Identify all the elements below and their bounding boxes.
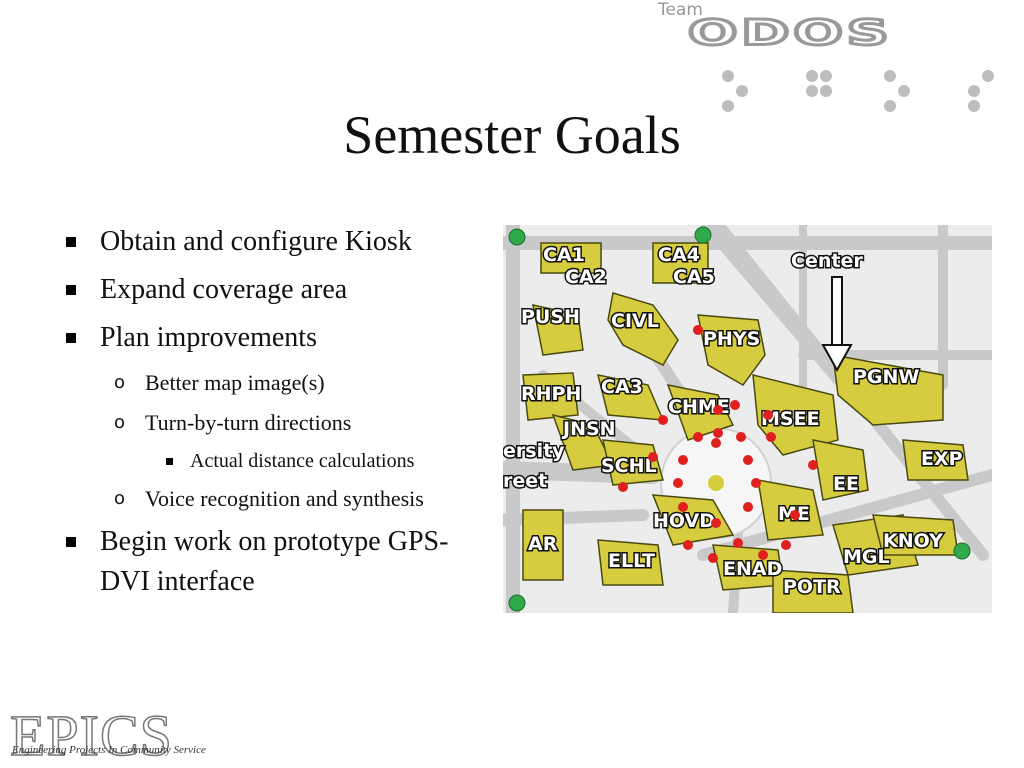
building-label: PUSH bbox=[521, 306, 580, 328]
list-item: Begin work on prototype GPS-DVI interfac… bbox=[60, 522, 490, 602]
square-bullet-icon bbox=[66, 285, 76, 295]
team-label: Team bbox=[658, 0, 703, 20]
list-item: Obtain and configure Kiosk bbox=[60, 222, 490, 262]
epics-logo: EPICS bbox=[9, 703, 173, 768]
building-label: HOVD bbox=[653, 510, 715, 532]
building-label: EE bbox=[833, 473, 859, 495]
building-label: CA3 bbox=[601, 376, 643, 398]
building-label: PGNW bbox=[853, 366, 919, 388]
square-bullet-icon bbox=[66, 333, 76, 343]
square-bullet-icon bbox=[66, 537, 76, 547]
street-label: ersity bbox=[503, 440, 565, 462]
circle-bullet-icon: o bbox=[114, 488, 126, 509]
list-item: Plan improvements bbox=[60, 318, 490, 358]
list-item-text: Turn-by-turn directions bbox=[145, 410, 352, 435]
list-item-text: Expand coverage area bbox=[100, 274, 348, 305]
list-item: Expand coverage area bbox=[60, 270, 490, 310]
building-label: CA5 bbox=[673, 266, 715, 288]
map-center-label: Center bbox=[791, 250, 863, 272]
goals-list: Obtain and configure Kiosk Expand covera… bbox=[60, 222, 490, 610]
square-bullet-icon bbox=[66, 237, 76, 247]
sub-list-item: o Better map image(s) bbox=[60, 366, 490, 400]
sub-list-item: o Turn-by-turn directions bbox=[60, 406, 490, 440]
list-item-text: Better map image(s) bbox=[145, 370, 325, 395]
epics-tagline: Engineering Projects In Community Servic… bbox=[12, 744, 206, 756]
square-bullet-icon bbox=[166, 458, 173, 465]
building-label: POTR bbox=[783, 576, 841, 598]
building-label: JNSN bbox=[561, 418, 616, 440]
sub-sub-list-item: Actual distance calculations bbox=[60, 446, 490, 476]
building-label: CA1 bbox=[543, 244, 585, 266]
list-item-text: Plan improvements bbox=[100, 322, 317, 353]
building-label: MGL bbox=[843, 546, 890, 568]
building-label: SCHL bbox=[601, 455, 657, 477]
list-item-text: Obtain and configure Kiosk bbox=[100, 226, 412, 257]
building-label: AR bbox=[528, 533, 558, 555]
campus-map-image: CA1 CA4 CA2 CA5 PUSH CIVL PHYS PGNW RHPH… bbox=[503, 225, 992, 613]
building-label: KNOY bbox=[883, 530, 943, 552]
circle-bullet-icon: o bbox=[114, 372, 126, 393]
street-label: reet bbox=[503, 470, 547, 492]
odos-logo: ODOS bbox=[686, 11, 994, 112]
list-item-text: Begin work on prototype GPS-DVI interfac… bbox=[100, 526, 449, 597]
building-label: EXP bbox=[921, 448, 963, 470]
circle-bullet-icon: o bbox=[114, 412, 126, 433]
building-label: RHPH bbox=[521, 383, 581, 405]
building-label: PHYS bbox=[703, 328, 760, 350]
building-label: CIVL bbox=[611, 310, 659, 332]
building-label: CA2 bbox=[565, 266, 607, 288]
building-label: ENAD bbox=[723, 558, 782, 580]
sub-list-item: o Voice recognition and synthesis bbox=[60, 482, 490, 516]
odos-wordmark: ODOS bbox=[688, 13, 892, 53]
campus-map: CA1 CA4 CA2 CA5 PUSH CIVL PHYS PGNW RHPH… bbox=[503, 225, 992, 613]
building-label: CA4 bbox=[658, 244, 700, 266]
list-item-text: Voice recognition and synthesis bbox=[145, 486, 424, 511]
building-label: ELLT bbox=[608, 550, 655, 572]
slide-title: Semester Goals bbox=[343, 105, 681, 165]
list-item-text: Actual distance calculations bbox=[190, 450, 415, 472]
